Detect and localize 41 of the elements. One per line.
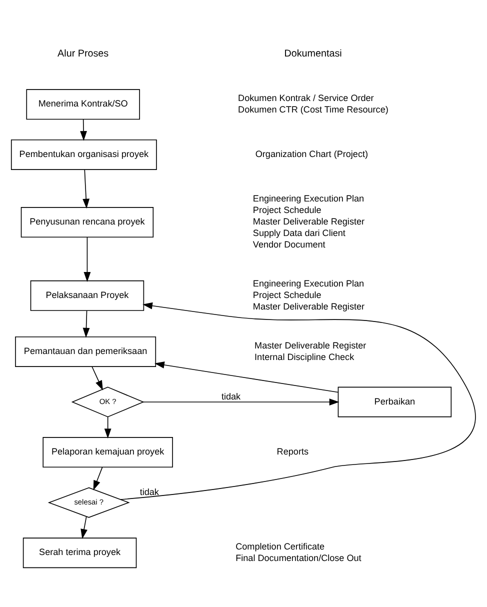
label: Completion Certificate	[236, 541, 325, 552]
label: Vendor Document	[252, 240, 326, 250]
node-diamond: selesai ?	[48, 487, 130, 518]
label: Master Deliverable Register	[254, 340, 366, 350]
arrow	[80, 118, 87, 141]
arrow	[154, 362, 338, 393]
arrow	[82, 169, 90, 209]
label: Reports	[276, 446, 308, 457]
edge-label: tidak	[140, 487, 159, 498]
arrow	[92, 366, 103, 390]
arrow	[80, 516, 88, 539]
label: Alur Proses	[58, 48, 109, 60]
node-box: Pelaksanaan Proyek	[30, 280, 144, 311]
label: Project Schedule	[252, 205, 322, 216]
node-box: Perbaikan	[338, 386, 452, 418]
node-box: Menerima Kontrak/SO	[26, 89, 140, 120]
arrow	[93, 466, 103, 490]
label: Supply Data dari Client	[252, 228, 346, 238]
label: Master Deliverable Register	[252, 216, 365, 227]
label: Engineering Execution Plan	[252, 278, 364, 288]
node-box: Pemantauan dan pemeriksaan	[15, 336, 156, 367]
node-box: Pembentukan organisasi proyek	[10, 139, 157, 170]
label: Dokumen Kontrak / Service Order	[238, 92, 374, 103]
label: Internal Discipline Check	[254, 352, 354, 362]
node-box: Penyusunan rencana proyek	[20, 207, 154, 238]
label: Dokumen CTR (Cost Time Resource)	[238, 104, 388, 114]
label: Organization Chart (Project)	[255, 149, 368, 160]
label: Final Documentation/Close Out	[236, 552, 362, 563]
arrow	[120, 302, 476, 500]
arrow	[84, 236, 91, 282]
label: Project Schedule	[252, 290, 322, 300]
node-box: Serah terima proyek	[22, 538, 137, 568]
node-box: Pelaporan kemajuan proyek	[42, 437, 173, 468]
label: Master Deliverable Register	[252, 302, 365, 312]
label: Dokumentasi	[284, 48, 342, 60]
arrow	[104, 416, 112, 439]
arrow	[142, 398, 340, 406]
arrow	[82, 310, 90, 338]
label: Engineering Execution Plan	[252, 194, 364, 204]
edge-label: tidak	[221, 391, 241, 402]
node-diamond: OK ?	[71, 386, 144, 418]
